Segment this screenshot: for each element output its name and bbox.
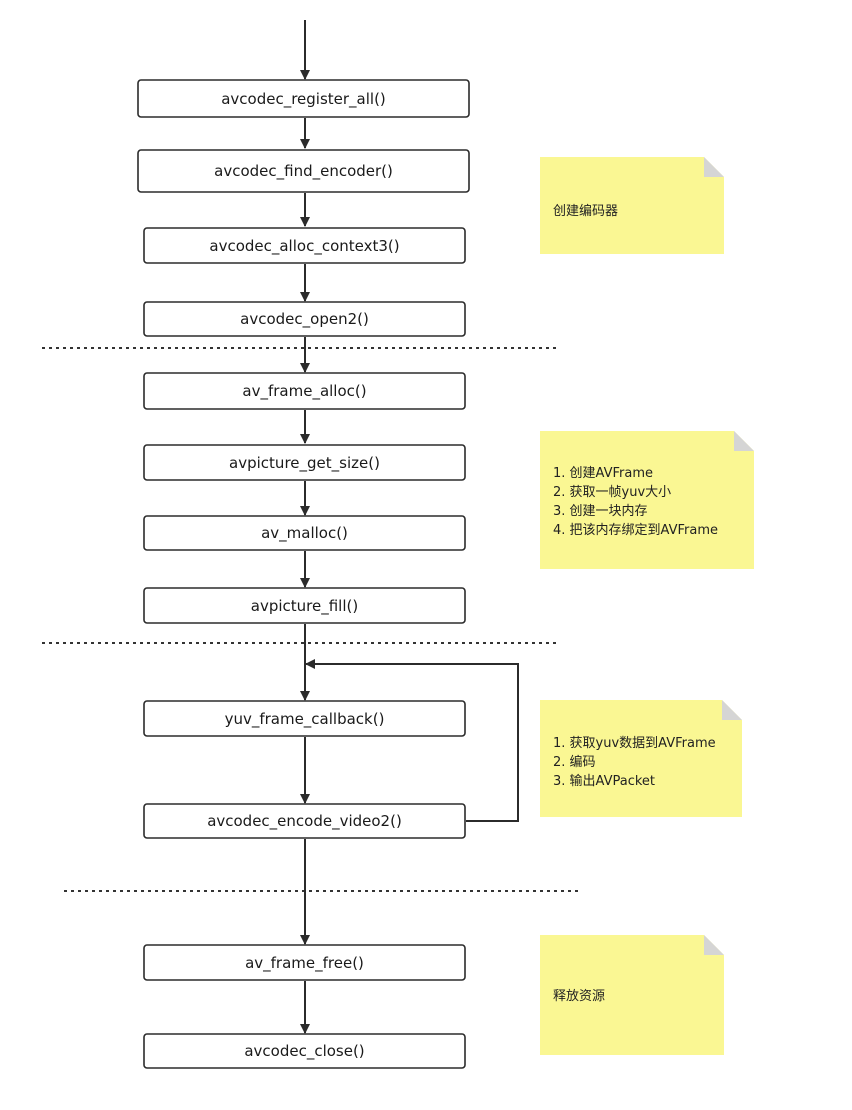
note-line: 1. 获取yuv数据到AVFrame (553, 736, 716, 751)
process-box (143, 372, 466, 410)
note-line: 2. 编码 (553, 755, 596, 770)
note-frame-setup: 1. 创建AVFrame 2. 获取一帧yuv大小 3. 创建一块内存 4. 把… (553, 464, 718, 540)
process-box (143, 587, 466, 624)
process-box (143, 444, 466, 481)
note-line: 4. 把该内存绑定到AVFrame (553, 523, 718, 538)
sticky-note (540, 431, 754, 569)
process-box (143, 515, 466, 551)
note-line: 3. 创建一块内存 (553, 504, 648, 519)
process-box (143, 1033, 466, 1069)
sticky-note (540, 157, 724, 254)
note-encode-loop: 1. 获取yuv数据到AVFrame 2. 编码 3. 输出AVPacket (553, 734, 716, 791)
process-box (143, 700, 466, 737)
process-box (143, 944, 466, 981)
note-line: 1. 创建AVFrame (553, 466, 653, 481)
loop-arrow (305, 659, 519, 822)
sticky-note (540, 935, 724, 1055)
process-box (137, 149, 470, 193)
note-line: 3. 输出AVPacket (553, 774, 656, 789)
note-line: 释放资源 (553, 989, 606, 1004)
note-line: 2. 获取一帧yuv大小 (553, 485, 672, 500)
process-box (143, 803, 466, 839)
note-line: 创建编码器 (553, 204, 619, 219)
process-box (143, 301, 466, 337)
sticky-note (540, 700, 742, 817)
note-create-encoder: 创建编码器 (553, 202, 618, 221)
process-box (137, 79, 470, 118)
process-box (143, 227, 466, 264)
note-release-resources: 释放资源 (553, 987, 605, 1006)
